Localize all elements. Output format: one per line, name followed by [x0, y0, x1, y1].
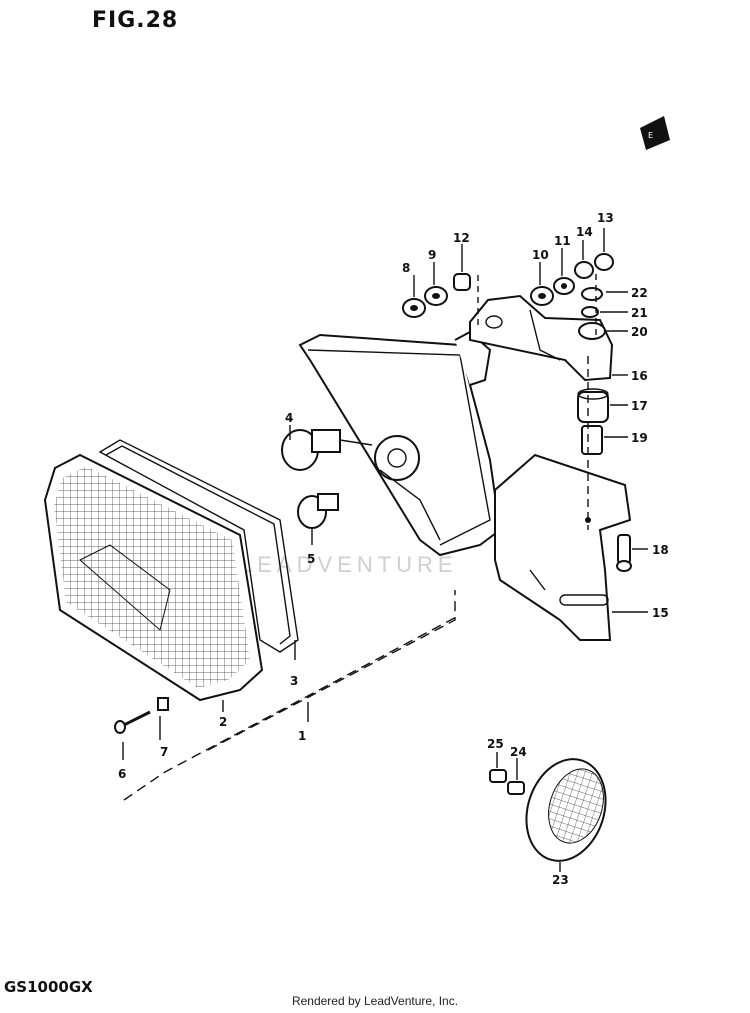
bulb-4-part [281, 429, 373, 471]
screw-25-part [489, 769, 507, 783]
callout-labels: 1 2 3 4 5 6 7 8 9 10 11 12 13 14 15 16 1… [118, 211, 669, 887]
nut-12-part [453, 273, 471, 291]
screw-6-part [114, 710, 151, 734]
washer-20-part [578, 322, 606, 340]
callout-19: 19 [631, 431, 648, 445]
washer-8-part [402, 298, 426, 318]
figure-title: FIG.28 [92, 8, 179, 33]
callout-7: 7 [160, 745, 168, 759]
washer-21-part [581, 306, 599, 318]
plate-bracket-part [494, 453, 632, 641]
bolt-18-part [616, 534, 632, 572]
callout-8: 8 [402, 261, 410, 275]
callout-14: 14 [576, 225, 593, 239]
watermark: LEADVENTURE [240, 552, 458, 577]
washer-10-part [530, 286, 554, 306]
collar-19-part [581, 425, 603, 455]
callout-13: 13 [597, 211, 614, 225]
gasket-part [98, 439, 299, 653]
callout-20: 20 [631, 325, 648, 339]
callout-21: 21 [631, 306, 648, 320]
nut-13-part [594, 253, 614, 271]
washer-11-part [553, 277, 575, 295]
callout-5: 5 [307, 552, 315, 566]
callout-25: 25 [487, 737, 504, 751]
reflector-23-part [525, 758, 607, 862]
callout-9: 9 [428, 248, 436, 262]
callout-2: 2 [219, 715, 227, 729]
callout-17: 17 [631, 399, 648, 413]
callout-4: 4 [285, 411, 293, 425]
callout-16: 16 [631, 369, 648, 383]
assembly-lines [122, 228, 648, 872]
callout-1: 1 [298, 729, 306, 743]
callout-6: 6 [118, 767, 126, 781]
washer-9-part [424, 286, 448, 306]
callout-12: 12 [453, 231, 470, 245]
callout-24: 24 [510, 745, 527, 759]
callout-3: 3 [290, 674, 298, 688]
nut-7-part [157, 697, 169, 711]
washer-14-part [574, 261, 594, 279]
direction-badge-icon: E [640, 116, 670, 150]
lens-part [43, 453, 264, 702]
callout-11: 11 [554, 234, 571, 248]
cushion-17-part [577, 388, 609, 423]
callout-23: 23 [552, 873, 569, 887]
callout-18: 18 [652, 543, 669, 557]
callout-15: 15 [652, 606, 669, 620]
lamp-housing-part [298, 330, 502, 557]
callout-10: 10 [532, 248, 549, 262]
mounting-bracket-part [469, 294, 614, 382]
bulb-5-part [297, 493, 339, 529]
model-code: GS1000GX [4, 978, 93, 996]
callout-22: 22 [631, 286, 648, 300]
screw-24-part [507, 781, 525, 795]
footer-credit: Rendered by LeadVenture, Inc. [291, 994, 459, 1008]
washer-22-part [581, 287, 603, 301]
svg-text:E: E [648, 131, 653, 140]
